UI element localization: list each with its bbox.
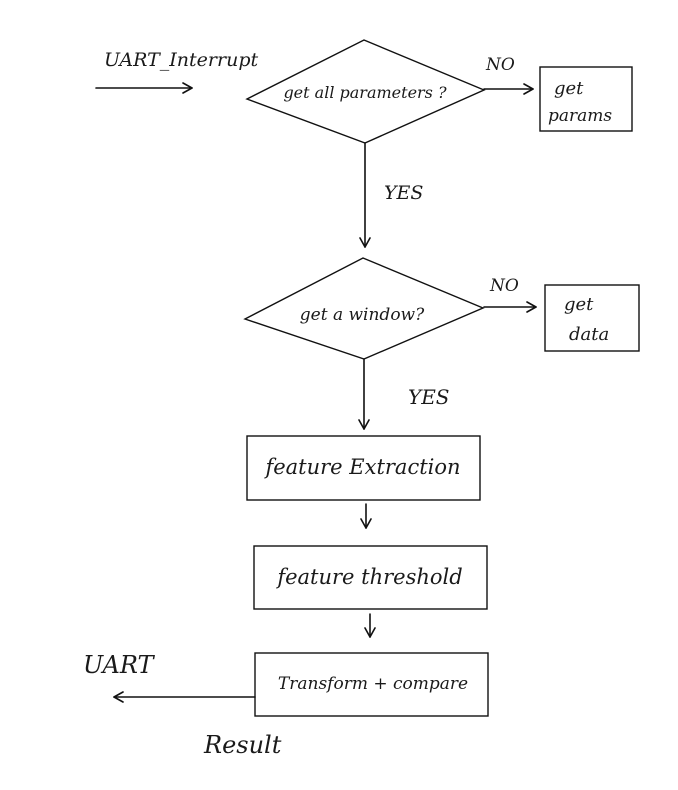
get-data-line2: data <box>569 324 609 345</box>
decision-window-label: get a window? <box>300 305 425 325</box>
get-params-line1: get <box>554 78 584 99</box>
decision-params-diamond <box>245 39 486 144</box>
output-uart-label: UART <box>83 651 155 679</box>
feature-threshold-label: feature threshold <box>275 565 462 589</box>
transform-compare-box <box>254 652 489 717</box>
get-data-box <box>544 284 640 352</box>
transform-compare-label: Transform + compare <box>278 674 468 694</box>
decision-params-label: get all parameters ? <box>283 83 447 102</box>
get-params-box <box>539 66 633 132</box>
trigger-label: UART_Interrupt <box>104 49 258 71</box>
feature-extraction-box <box>246 435 481 501</box>
decision-window-yes-label: YES <box>408 385 450 409</box>
output-result-label: Result <box>203 731 282 759</box>
feature-threshold-box <box>253 545 488 610</box>
get-data-line1: get <box>564 294 594 315</box>
decision-window-diamond <box>243 257 485 360</box>
decision-params-no-label: NO <box>485 55 515 75</box>
decision-window-no-label: NO <box>489 276 519 296</box>
decision-params-yes-label: YES <box>384 182 423 204</box>
feature-extraction-label: feature Extraction <box>263 455 460 479</box>
get-params-line2: params <box>548 106 612 126</box>
